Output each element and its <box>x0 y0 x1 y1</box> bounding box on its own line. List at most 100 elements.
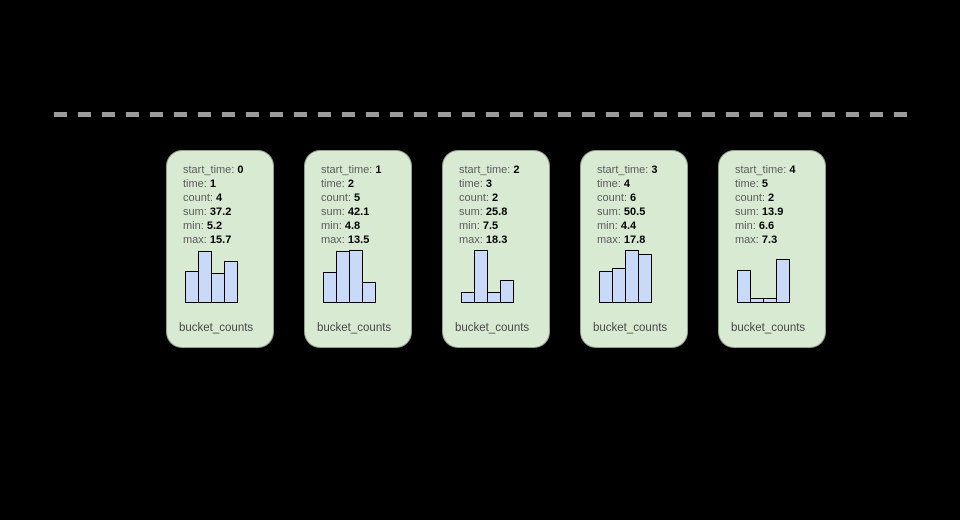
metric-field: start_time: 0 <box>183 163 267 177</box>
field-label: min: <box>321 220 342 232</box>
metric-field: start_time: 3 <box>597 163 681 177</box>
metric-field: count: 6 <box>597 191 681 205</box>
field-label: start_time: <box>735 164 787 176</box>
field-value: 1 <box>209 178 217 190</box>
field-label: min: <box>183 220 204 232</box>
field-label: time: <box>183 178 207 190</box>
histogram-bar <box>625 250 639 303</box>
field-value: 4.4 <box>620 220 637 232</box>
metric-field: sum: 13.9 <box>735 205 819 219</box>
field-label: sum: <box>597 206 621 218</box>
metric-field: time: 2 <box>321 177 405 191</box>
field-label: max: <box>321 234 345 246</box>
field-label: start_time: <box>183 164 235 176</box>
field-label: start_time: <box>321 164 373 176</box>
metric-field: count: 2 <box>735 191 819 205</box>
histogram-bar <box>323 272 337 303</box>
histogram-bar <box>612 268 626 303</box>
field-label: count: <box>321 192 351 204</box>
bucket-histogram <box>599 250 652 303</box>
metric-field: max: 15.7 <box>183 233 267 247</box>
histogram-bar <box>224 261 238 303</box>
histogram-bar <box>776 259 790 303</box>
field-value: 13.5 <box>347 234 370 246</box>
field-value: 0 <box>237 164 244 176</box>
field-label: min: <box>735 220 756 232</box>
field-label: start_time: <box>597 164 649 176</box>
bucket-histogram <box>461 250 514 303</box>
bucket-histogram <box>323 250 376 303</box>
field-value: 25.8 <box>485 206 508 218</box>
field-value: 2 <box>768 192 775 204</box>
histogram-bar <box>638 254 652 303</box>
field-label: sum: <box>459 206 483 218</box>
field-value: 18.3 <box>485 234 508 246</box>
histogram-bar <box>500 280 514 303</box>
histogram-bar <box>599 271 613 303</box>
field-value: 4 <box>623 178 631 190</box>
metric-field: max: 13.5 <box>321 233 405 247</box>
field-value: 50.5 <box>623 206 646 218</box>
field-value: 1 <box>375 164 382 176</box>
field-label: min: <box>597 220 618 232</box>
metric-field: min: 5.2 <box>183 219 267 233</box>
histogram-bar <box>763 298 777 303</box>
field-label: count: <box>597 192 627 204</box>
field-value: 4 <box>789 164 796 176</box>
metric-field: start_time: 4 <box>735 163 819 177</box>
metric-field: sum: 42.1 <box>321 205 405 219</box>
bucket-counts-label: bucket_counts <box>317 322 392 334</box>
field-label: start_time: <box>459 164 511 176</box>
field-value: 2 <box>513 164 520 176</box>
field-value: 5.2 <box>206 220 223 232</box>
field-value: 5 <box>761 178 769 190</box>
metric-field: start_time: 2 <box>459 163 543 177</box>
field-value: 15.7 <box>209 234 232 246</box>
field-value: 17.8 <box>623 234 646 246</box>
metric-field: sum: 25.8 <box>459 205 543 219</box>
metric-field: max: 18.3 <box>459 233 543 247</box>
bucket-counts-label: bucket_counts <box>593 322 668 334</box>
field-label: count: <box>459 192 489 204</box>
field-label: time: <box>597 178 621 190</box>
metric-field: time: 3 <box>459 177 543 191</box>
metric-field: min: 4.8 <box>321 219 405 233</box>
histogram-bar <box>362 282 376 303</box>
bucket-counts-label: bucket_counts <box>179 322 254 334</box>
bucket-histogram <box>737 250 790 303</box>
field-label: sum: <box>321 206 345 218</box>
metric-field: min: 7.5 <box>459 219 543 233</box>
metric-field: time: 5 <box>735 177 819 191</box>
histogram-bar <box>336 251 350 303</box>
metric-field: time: 1 <box>183 177 267 191</box>
field-label: count: <box>735 192 765 204</box>
histogram-bar <box>198 251 212 303</box>
histogram-bar <box>737 270 751 303</box>
metric-field: time: 4 <box>597 177 681 191</box>
histogram-bar <box>211 273 225 303</box>
field-value: 42.1 <box>347 206 370 218</box>
histogram-bar <box>487 292 501 303</box>
histogram-bar <box>474 250 488 303</box>
field-value: 4 <box>216 192 223 204</box>
histogram-bar <box>461 292 475 303</box>
field-value: 2 <box>347 178 355 190</box>
field-label: count: <box>183 192 213 204</box>
field-label: min: <box>459 220 480 232</box>
timeline-dashed-line <box>54 112 912 117</box>
metric-field: count: 5 <box>321 191 405 205</box>
field-value: 37.2 <box>209 206 232 218</box>
field-label: time: <box>321 178 345 190</box>
metric-field: sum: 37.2 <box>183 205 267 219</box>
field-value: 7.3 <box>761 234 778 246</box>
field-value: 6 <box>630 192 637 204</box>
